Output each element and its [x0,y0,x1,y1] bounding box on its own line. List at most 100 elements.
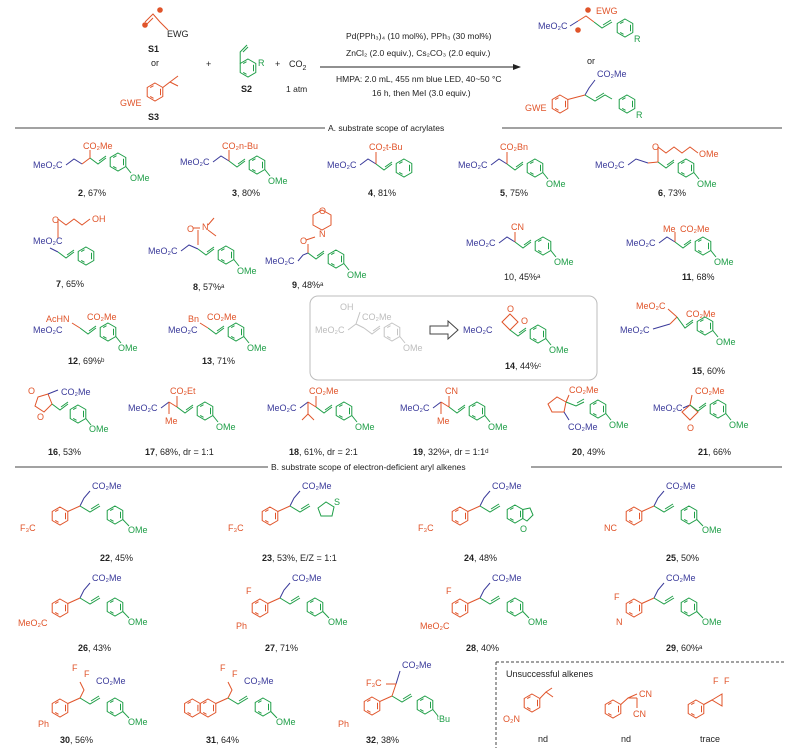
scheme-s1: EWG S1 or [142,7,189,68]
svg-text:MeO₂C: MeO₂C [653,403,683,413]
svg-text:CO₂Me: CO₂Me [87,312,117,322]
svg-text:MeO₂C: MeO₂C [33,236,63,246]
compound-8: O N MeO₂C OMe 8, 57%ᵃ [148,217,257,292]
svg-text:CO₂Me: CO₂Me [680,224,710,234]
compound-32: CO₂Me F₃C Ph ᵗBu 32, 38% [338,660,450,745]
compound-13-caption: 13, 71% [202,356,235,366]
svg-text:OMe: OMe [609,420,629,430]
svg-text:MeO₂C: MeO₂C [420,621,450,631]
compound-2-caption: 2, 67% [78,188,106,198]
svg-text:MeO₂C: MeO₂C [33,160,63,170]
compound-16: O O CO₂Me OMe 16, 53% [28,386,109,457]
section-a-divider: A. substrate scope of acrylates [15,123,782,133]
svg-text:ᵗBu: ᵗBu [437,714,450,724]
svg-text:OMe: OMe [128,717,148,727]
svg-text:F: F [446,586,452,596]
svg-text:CO₂Me: CO₂Me [83,141,113,151]
svg-text:Bn: Bn [188,314,199,324]
compound-12: AcHN MeO₂C CO₂Me OMe 12, 69%ᵇ [33,312,138,366]
plus-sign-1: + [206,59,211,69]
svg-text:OMe: OMe [216,422,236,432]
compound-28-caption: 28, 40% [466,643,499,653]
compound-25: CO₂Me NC OMe 25, 50% [604,481,722,563]
svg-text:CO₂Me: CO₂Me [61,387,91,397]
svg-text:CO₂Me: CO₂Me [686,309,716,319]
svg-text:OMe: OMe [89,424,109,434]
svg-text:MeO₂C: MeO₂C [18,618,48,628]
compound-3-caption: 3, 80% [232,188,260,198]
svg-text:Me: Me [663,224,676,234]
compound-3: MeO₂C CO₂n-Bu OMe 3, 80% [180,141,288,198]
svg-text:CO₂Bn: CO₂Bn [500,142,528,152]
svg-text:OMe: OMe [528,617,548,627]
compound-2: MeO₂C CO₂Me OMe 2, 67% [33,141,150,198]
svg-text:OMe: OMe [247,343,267,353]
prod1-r: R [634,34,641,44]
compound-18-caption: 18, 61%, dr = 2:1 [289,447,358,457]
svg-text:MeO₂C: MeO₂C [128,403,158,413]
svg-text:MeO₂C: MeO₂C [180,157,210,167]
svg-text:F: F [220,663,226,673]
compound-10: MeO₂C CN OMe 10, 45%ᵃ [466,222,574,282]
s2-r: R [258,58,265,68]
prod1-ester: MeO₂C [538,21,568,31]
svg-text:MeO₂C: MeO₂C [315,325,345,335]
compound-31-caption: 31, 64% [206,735,239,745]
compound-21: MeO₂C CO₂Me O OMe 21, 66% [653,386,749,457]
svg-text:N: N [319,229,326,239]
svg-text:CO₂Me: CO₂Me [492,573,522,583]
svg-text:CO₂Me: CO₂Me [92,481,122,491]
s3-gwe: GWE [120,98,142,108]
compound-29-caption: 29, 60%ᵃ [666,643,703,653]
svg-text:Me: Me [165,416,178,426]
svg-text:CO₂Me: CO₂Me [302,481,332,491]
condition-line-4: 16 h, then MeI (3.0 equiv.) [372,88,471,98]
svg-text:MeO₂C: MeO₂C [626,238,656,248]
svg-text:CO₂Me: CO₂Me [695,386,725,396]
compound-11-caption: 11, 68% [682,272,715,282]
svg-text:CO₂Me: CO₂Me [362,312,392,322]
svg-text:MeO₂C: MeO₂C [595,160,625,170]
svg-text:OMe: OMe [118,343,138,353]
compound-25-caption: 25, 50% [666,553,699,563]
compound-14-box: OH MeO₂C CO₂Me OMe MeO₂C O O OMe 14, 44%… [309,295,598,381]
compound-19: MeO₂C Me CN OMe 19, 32%ᵃ, dr = 1:1ᵈ [400,386,508,457]
compound-31: F F CO₂Me OMe 31, 64% [184,663,296,745]
svg-text:F: F [724,676,730,686]
section-b-title: B. substrate scope of electron-deficient… [271,462,466,472]
compound-23: CO₂Me F₃C S 23, 53%, E/Z = 1:1 [228,481,340,563]
s2-label: S2 [241,84,252,94]
compound-20: CO₂Me CO₂Me OMe 20, 49% [547,385,629,457]
svg-text:OMe: OMe [716,337,736,347]
svg-text:O: O [520,524,527,534]
compound-13: Bn MeO₂C CO₂Me OMe 13, 71% [168,312,267,366]
compound-12-caption: 12, 69%ᵇ [68,356,105,366]
svg-text:MeO₂C: MeO₂C [636,301,666,311]
compound-9: O N O MeO₂C OMe 9, 48%ᵃ [265,206,367,290]
svg-text:OMe: OMe [549,345,569,355]
compound-27: CO₂Me F Ph OMe 27, 71% [236,573,348,653]
compound-17: MeO₂C Me CO₂Et OMe 17, 68%, dr = 1:1 [128,386,236,457]
svg-text:CO₂Me: CO₂Me [666,573,696,583]
svg-text:CO₂Me: CO₂Me [292,573,322,583]
reaction-arrow: Pd(PPh₃)₄ (10 mol%), PPh₃ (30 mol%) ZnCl… [320,31,521,98]
svg-text:CO₂Et: CO₂Et [170,386,196,396]
svg-text:CO₂Me: CO₂Me [402,660,432,670]
unsuccessful-3: trace [700,734,720,744]
svg-text:CO₂Me: CO₂Me [569,385,599,395]
svg-text:F₃C: F₃C [418,523,434,533]
svg-text:CO₂Me: CO₂Me [309,386,339,396]
svg-text:OMe: OMe [328,617,348,627]
scheme-s3: GWE S3 [120,75,179,122]
svg-text:O: O [652,142,659,152]
s1-ewg: EWG [167,29,189,39]
svg-text:OMe: OMe [546,179,566,189]
scheme-s2: R S2 [239,44,265,94]
svg-text:OMe: OMe [276,717,296,727]
s1-label: S1 [148,44,159,54]
product-or: or [587,56,595,66]
compound-24: CO₂Me F₃C O 24, 48% [418,481,534,563]
svg-text:F₃C: F₃C [228,523,244,533]
compound-18: MeO₂C CO₂Me OMe 18, 61%, dr = 2:1 [267,386,375,457]
svg-text:CO₂n-Bu: CO₂n-Bu [222,141,258,151]
